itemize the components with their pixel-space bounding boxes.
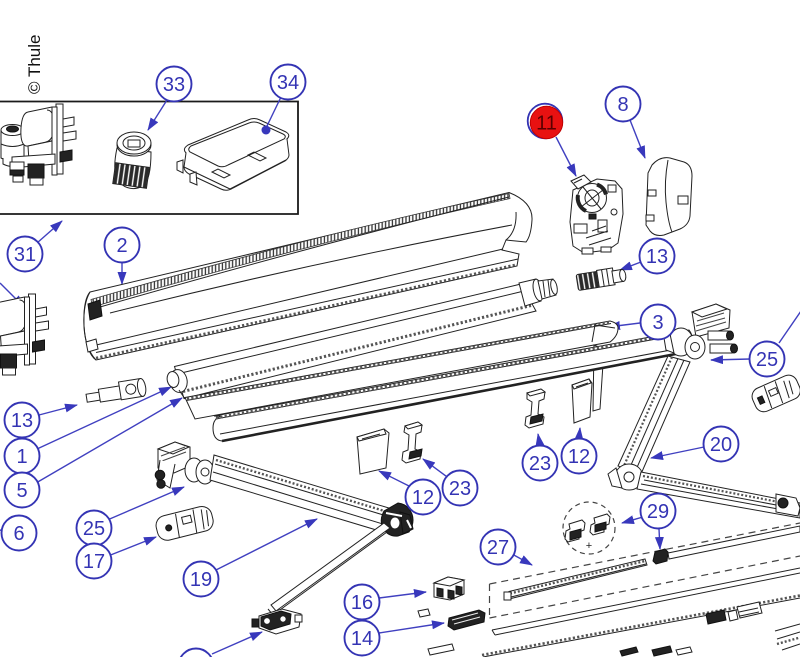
svg-text:2: 2 — [116, 235, 127, 257]
svg-text:25: 25 — [83, 518, 105, 540]
svg-text:16: 16 — [351, 592, 373, 614]
svg-text:13: 13 — [646, 246, 668, 268]
svg-text:© Thule: © Thule — [25, 35, 44, 94]
svg-text:23: 23 — [449, 478, 471, 500]
svg-text:12: 12 — [568, 446, 590, 468]
svg-text:12: 12 — [412, 487, 434, 509]
svg-text:3: 3 — [652, 312, 663, 334]
svg-text:5: 5 — [16, 480, 27, 502]
svg-text:19: 19 — [190, 569, 212, 591]
svg-text:25: 25 — [756, 349, 778, 371]
svg-text:31: 31 — [14, 244, 36, 266]
svg-text:33: 33 — [163, 74, 185, 96]
svg-text:27: 27 — [487, 537, 509, 559]
svg-text:34: 34 — [277, 72, 299, 94]
svg-text:1: 1 — [16, 446, 27, 468]
svg-text:13: 13 — [11, 410, 33, 432]
svg-text:29: 29 — [647, 501, 669, 523]
svg-text:23: 23 — [529, 453, 551, 475]
svg-text:11: 11 — [536, 113, 557, 135]
svg-text:6: 6 — [13, 523, 24, 545]
svg-text:14: 14 — [351, 628, 373, 650]
svg-text:8: 8 — [617, 94, 628, 116]
svg-text:+: + — [586, 540, 592, 552]
svg-text:17: 17 — [83, 551, 105, 573]
svg-text:20: 20 — [710, 434, 732, 456]
